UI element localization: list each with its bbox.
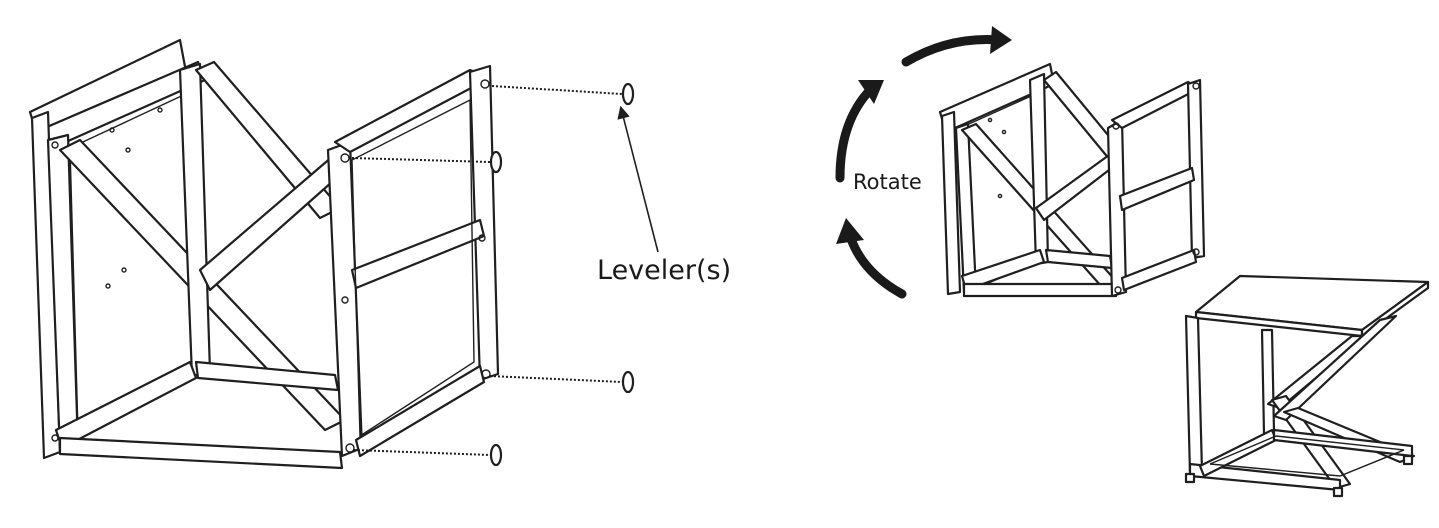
frame-small <box>938 62 1206 298</box>
leveler-label: Leveler(s) <box>597 255 732 286</box>
frame-large <box>28 38 500 470</box>
rotate-arrows-icon <box>835 26 1012 299</box>
leveler-bolt-icon <box>621 82 635 106</box>
leveler-bolts <box>351 82 635 467</box>
leveler-pointer-arrow <box>617 105 659 253</box>
leveler-bolt-icon <box>489 150 503 174</box>
leveler-bolt-icon <box>489 443 503 467</box>
leveler-bolt-icon <box>621 370 635 394</box>
table-icon <box>1184 274 1430 498</box>
rotate-label: Rotate <box>853 170 922 194</box>
